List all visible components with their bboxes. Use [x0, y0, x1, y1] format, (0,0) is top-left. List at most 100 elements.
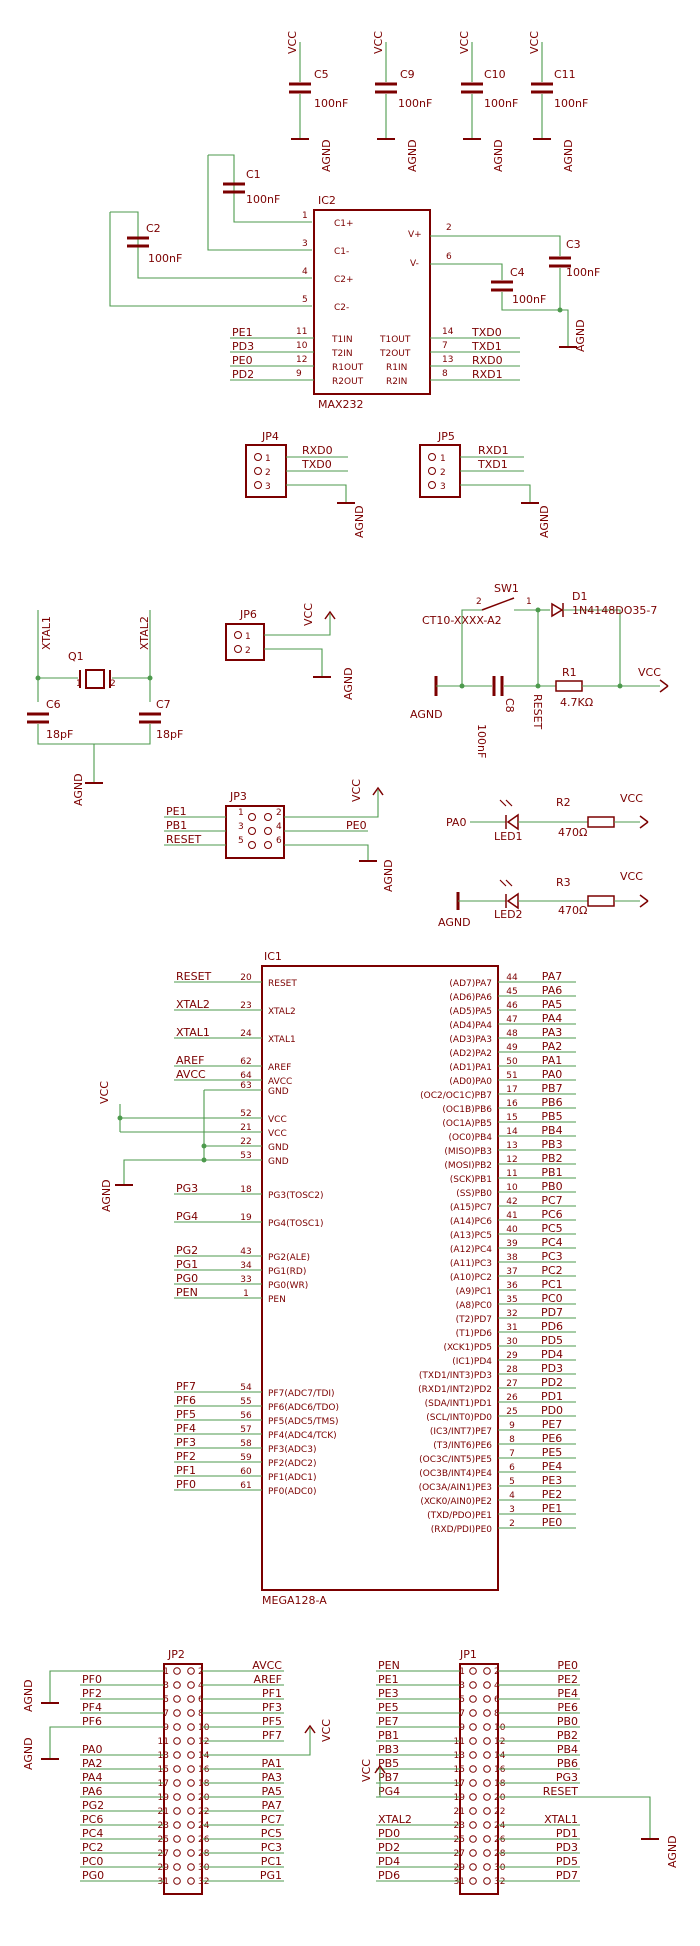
pin-number: 14: [198, 1751, 210, 1761]
ic2-name: MAX232: [318, 398, 364, 411]
ic2-pin-number: 1: [302, 211, 308, 221]
ic1-pin-number: 41: [506, 1211, 517, 1221]
pin-number: 4: [276, 822, 282, 832]
ic1-pin-number: 9: [509, 1421, 515, 1431]
ic1-pin-number: 46: [506, 1001, 518, 1011]
ic1-pin-label: (MISO)PB3: [444, 1147, 492, 1157]
net-label: PA1: [542, 1054, 562, 1067]
agnd-label: AGND: [320, 139, 333, 172]
ic2-pin-number: 7: [442, 341, 448, 351]
diode-ref: D1: [572, 590, 587, 603]
net-label: PD4: [541, 1348, 563, 1361]
agnd-label: AGND: [100, 1179, 113, 1212]
net-label: PE0: [346, 819, 367, 832]
net-label: PD4: [378, 1855, 400, 1868]
ic1-pin-number: 51: [506, 1071, 517, 1081]
pin-number: 26: [494, 1835, 506, 1845]
ic1-pin-number: 15: [506, 1113, 517, 1123]
ic2-pin-number: 3: [302, 239, 308, 249]
net-label: PC7: [541, 1194, 562, 1207]
ic1-pin-number: 23: [240, 1001, 251, 1011]
vcc-label: VCC: [350, 779, 363, 802]
switch-ref: SW1: [494, 582, 519, 595]
vcc-label: VCC: [458, 31, 471, 54]
ic2-pin-label: C1-: [334, 247, 349, 257]
cap-ref: C6: [46, 698, 61, 711]
pin-number: 2: [265, 468, 271, 478]
net-label: PD2: [541, 1376, 563, 1389]
ic1-pin-label: (OC3B/INT4)PE4: [419, 1469, 492, 1479]
net-label: TXD1: [477, 458, 508, 471]
net-label: PG3: [556, 1771, 578, 1784]
pin-number: 2: [276, 808, 282, 818]
net-label: PC5: [541, 1222, 562, 1235]
pin-number: 1: [163, 1667, 169, 1677]
pin-number: 12: [198, 1737, 209, 1747]
pin-number: 22: [198, 1807, 209, 1817]
ic1-pin-label: (IC1)PD4: [452, 1357, 492, 1367]
ic1-pin-label: PF1(ADC1): [268, 1473, 316, 1483]
net-label: PB0: [541, 1180, 562, 1193]
net-label: PE1: [232, 326, 253, 339]
net-label: PF2: [176, 1450, 196, 1463]
ic1-pin-number: 54: [240, 1383, 252, 1393]
cap-ref: C1: [246, 168, 261, 181]
ic1-pin-number: 59: [240, 1453, 252, 1463]
net-label: PE0: [542, 1516, 563, 1529]
pin-number: 15: [158, 1765, 169, 1775]
pin-number: 16: [198, 1765, 210, 1775]
net-label: PC7: [261, 1813, 282, 1826]
ic1-pin-label: PF0(ADC0): [268, 1487, 316, 1497]
ic1-pin-label: GND: [268, 1157, 289, 1167]
net-label: PA2: [82, 1757, 102, 1770]
net-label: PB3: [378, 1743, 399, 1756]
ic1-pin-label: (IC3/INT7)PE7: [430, 1427, 492, 1437]
cap-ref: C2: [146, 222, 161, 235]
net-label: PB7: [541, 1082, 562, 1095]
crystal-ref: Q1: [68, 650, 84, 663]
pin-number: 14: [494, 1751, 506, 1761]
resistor-ref: R2: [556, 796, 571, 809]
net-label: PF4: [82, 1701, 102, 1714]
net-label: PD0: [541, 1404, 563, 1417]
ic1-pin-label: XTAL1: [268, 1035, 296, 1045]
net-label: PC0: [541, 1292, 562, 1305]
ic1-pin-number: 60: [240, 1467, 252, 1477]
ic1-pin-label: (A12)PC4: [450, 1245, 492, 1255]
vcc-label: VCC: [320, 1719, 333, 1742]
ic1-pin-label: PEN: [268, 1295, 286, 1305]
pin-number: 1: [245, 632, 251, 642]
ic1-pin-number: 47: [506, 1015, 517, 1025]
cap-ref: C9: [400, 68, 415, 81]
decoupling-cap-c5: VCC C5 100nF AGND: [286, 31, 348, 172]
net-label: AREF: [254, 1673, 282, 1686]
net-label: RXD1: [478, 444, 509, 457]
vcc-label: VCC: [528, 31, 541, 54]
net-label: PB1: [378, 1729, 399, 1742]
net-label: PD1: [541, 1390, 563, 1403]
ic1-pin-label: (AD3)PA3: [449, 1035, 492, 1045]
cap-ref: C5: [314, 68, 329, 81]
net-label: PA0: [82, 1743, 102, 1756]
pin-number: 2: [494, 1667, 500, 1677]
ic1-pin-label: (RXD1/INT2)PD2: [418, 1385, 492, 1395]
pin-number: 30: [198, 1863, 210, 1873]
pin-number: 3: [440, 482, 446, 492]
ic1-pin-label: XTAL2: [268, 1007, 296, 1017]
net-label: PG1: [260, 1869, 282, 1882]
ic1-pin-label: PG0(WR): [268, 1281, 308, 1291]
net-label: RESET: [531, 694, 544, 730]
pin-number: 1: [526, 597, 532, 607]
net-label: PE1: [166, 805, 187, 818]
net-label: PA7: [262, 1799, 282, 1812]
ic1-pin-number: 58: [240, 1439, 252, 1449]
pin-number: 5: [238, 836, 244, 846]
net-label: PE5: [542, 1446, 563, 1459]
pin-number: 10: [494, 1723, 506, 1733]
ic1-pin-label: (A15)PC7: [450, 1203, 492, 1213]
ic1-pin-number: 37: [506, 1267, 517, 1277]
net-label: PE3: [378, 1687, 399, 1700]
agnd-label: AGND: [22, 1679, 35, 1712]
cap-ref: C11: [554, 68, 576, 81]
